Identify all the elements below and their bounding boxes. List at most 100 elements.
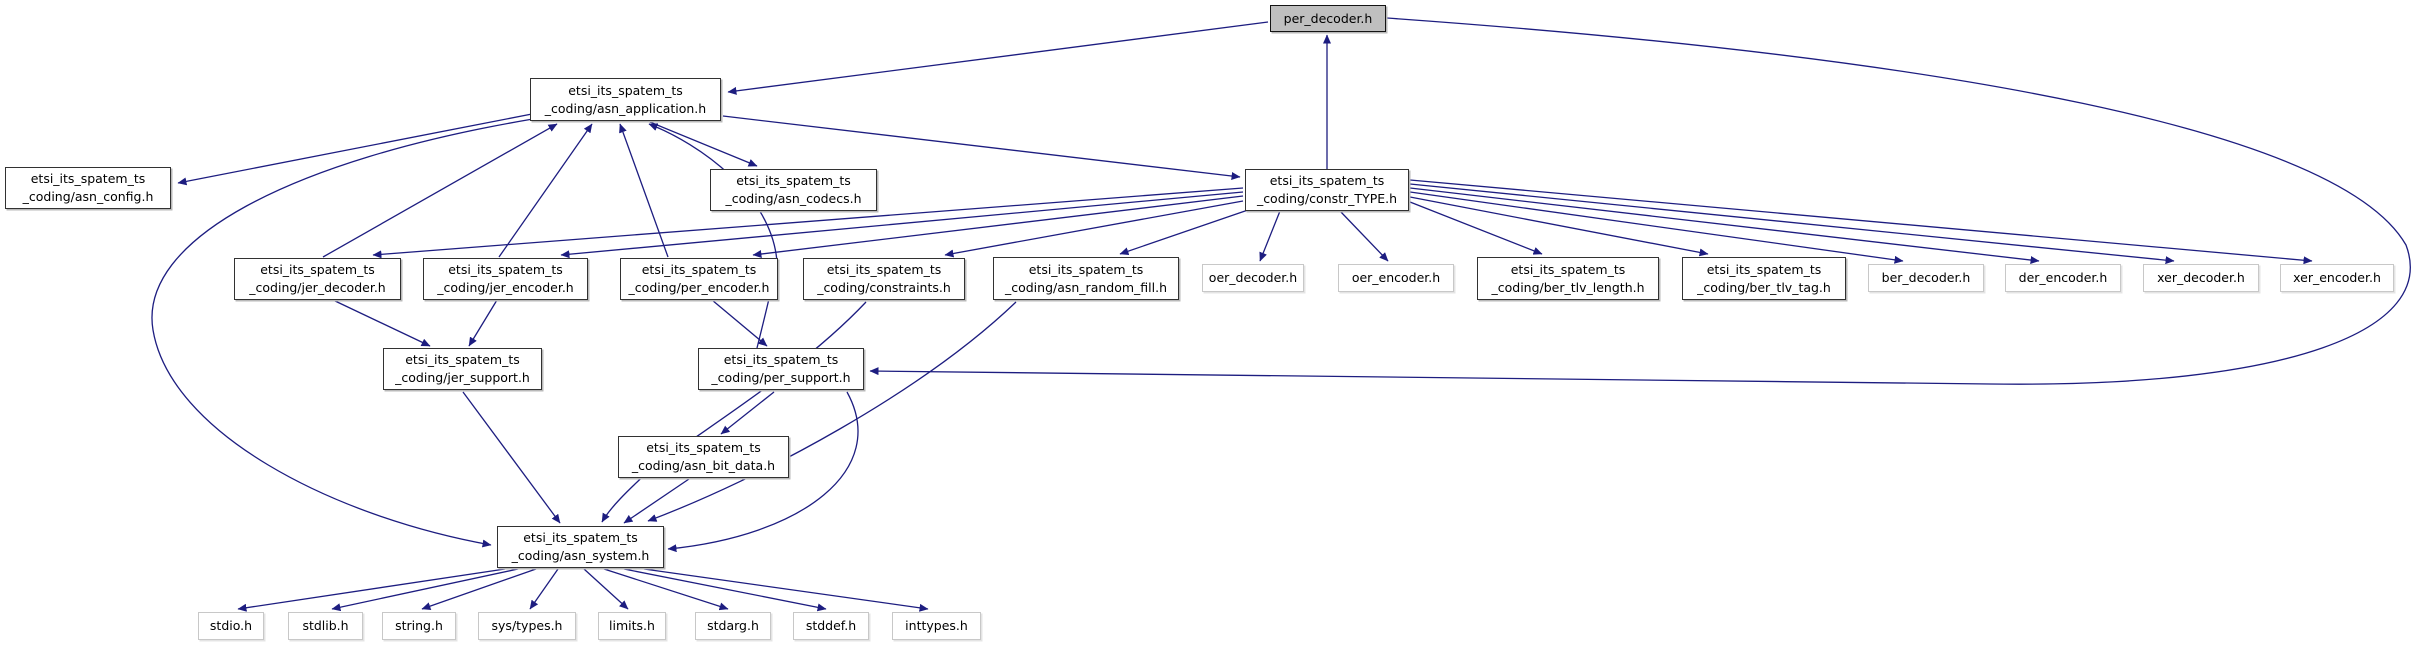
node-stdarg: stdarg.h xyxy=(695,612,771,640)
node-label-line2: _coding/ber_tlv_length.h xyxy=(1491,279,1645,295)
node-constraints[interactable]: etsi_its_spatem_ts _coding/constraints.h xyxy=(803,258,965,300)
edge-per_encoder-per_support xyxy=(711,299,768,347)
edge-jer_encoder-jer_support xyxy=(468,299,498,347)
edge-asn_bit_data-asn_system xyxy=(623,478,690,524)
edge-jer_support-asn_system xyxy=(462,391,561,524)
node-label: xer_encoder.h xyxy=(2293,270,2381,286)
node-asn-application[interactable]: etsi_its_spatem_ts _coding/asn_applicati… xyxy=(530,78,721,121)
node-label-line1: etsi_its_spatem_ts xyxy=(826,262,942,278)
edge-asn_application-asn_codecs xyxy=(644,119,758,167)
edge-constr_TYPE-jer_decoder xyxy=(372,187,1244,259)
edge-per_support-asn_application xyxy=(648,123,778,349)
node-label: per_decoder.h xyxy=(1283,10,1373,26)
node-ber-decoder: ber_decoder.h xyxy=(1868,264,1984,292)
node-label-line1: etsi_its_spatem_ts xyxy=(523,530,638,546)
node-stdio: stdio.h xyxy=(198,612,264,640)
node-label: stddef.h xyxy=(805,618,857,634)
node-label-line2: _coding/asn_system.h xyxy=(511,548,650,563)
node-asn-bit-data[interactable]: etsi_its_spatem_ts _coding/asn_bit_data.… xyxy=(618,436,789,478)
node-label-line2: _coding/asn_codecs.h xyxy=(725,191,862,206)
node-jer-support[interactable]: etsi_its_spatem_ts _coding/jer_support.h xyxy=(383,348,542,390)
node-stddef: stddef.h xyxy=(793,612,869,640)
node-label-line1: etsi_its_spatem_ts xyxy=(1706,261,1822,277)
node-jer-encoder[interactable]: etsi_its_spatem_ts _coding/jer_encoder.h xyxy=(423,258,588,300)
node-asn-system[interactable]: etsi_its_spatem_ts _coding/asn_system.h xyxy=(497,526,664,568)
node-oer-encoder: oer_encoder.h xyxy=(1338,264,1454,292)
edge-jer_decoder-asn_application xyxy=(322,123,558,258)
node-oer-decoder: oer_decoder.h xyxy=(1202,264,1304,292)
node-label-line1: etsi_its_spatem_ts xyxy=(641,262,757,278)
node-label: inttypes.h xyxy=(905,618,968,634)
node-label-line1: etsi_its_spatem_ts xyxy=(405,352,520,368)
edge-per_encoder-asn_application xyxy=(619,123,669,258)
node-der-encoder: der_encoder.h xyxy=(2005,264,2121,292)
node-sys-types: sys/types.h xyxy=(478,612,576,640)
edge-constr_TYPE-jer_encoder xyxy=(560,191,1244,259)
node-label-line2: _coding/jer_support.h xyxy=(395,370,530,385)
node-label-line1: etsi_its_spatem_ts xyxy=(1510,261,1626,277)
node-constr-TYPE[interactable]: etsi_its_spatem_ts _coding/constr_TYPE.h xyxy=(1245,169,1409,211)
node-limits: limits.h xyxy=(598,612,666,640)
node-ber-tlv-length[interactable]: etsi_its_spatem_ts _coding/ber_tlv_lengt… xyxy=(1477,257,1659,300)
node-label: oer_encoder.h xyxy=(1351,270,1441,286)
edge-constr_TYPE-oer_encoder xyxy=(1339,210,1389,262)
edge-asn_system-stddef xyxy=(623,568,827,612)
edge-constr_TYPE-der_encoder xyxy=(1409,187,2040,264)
node-jer-decoder[interactable]: etsi_its_spatem_ts _coding/jer_decoder.h xyxy=(234,258,401,300)
node-label-line1: etsi_its_spatem_ts xyxy=(568,82,683,98)
node-label: xer_decoder.h xyxy=(2157,270,2245,286)
node-label: stdarg.h xyxy=(707,618,759,634)
edge-constraints-asn_system xyxy=(601,301,867,523)
node-string: string.h xyxy=(382,612,456,640)
node-asn-config[interactable]: etsi_its_spatem_ts _coding/asn_config.h xyxy=(5,167,171,209)
node-label-line2: _coding/per_encoder.h xyxy=(628,280,770,295)
edge-asn_system-stdio xyxy=(237,568,506,612)
node-label-line2: _coding/asn_config.h xyxy=(22,189,154,204)
edge-asn_application-constr_TYPE xyxy=(722,115,1241,180)
edge-asn_system-stdlib xyxy=(331,568,519,612)
node-label-line2: _coding/constr_TYPE.h xyxy=(1256,191,1398,206)
edge-asn_application-asn_system xyxy=(151,118,534,548)
edge-asn_system-string xyxy=(421,568,537,610)
node-label-line2: _coding/per_support.h xyxy=(711,370,851,385)
node-per-support[interactable]: etsi_its_spatem_ts _coding/per_support.h xyxy=(698,348,864,390)
node-label-line1: etsi_its_spatem_ts xyxy=(1269,173,1385,189)
edge-asn_random_fill-asn_system xyxy=(647,301,1017,522)
edge-asn_application-asn_config xyxy=(177,113,533,186)
node-label-line2: _coding/ber_tlv_tag.h xyxy=(1697,279,1831,295)
node-label-line2: _coding/constraints.h xyxy=(817,280,951,295)
edge-asn_system-inttypes xyxy=(643,568,929,612)
edge-asn_system-limits xyxy=(583,568,629,610)
node-label: der_encoder.h xyxy=(2018,270,2108,286)
node-ber-tlv-tag[interactable]: etsi_its_spatem_ts _coding/ber_tlv_tag.h xyxy=(1682,257,1846,300)
node-label: string.h xyxy=(395,618,443,634)
node-label-line1: etsi_its_spatem_ts xyxy=(736,173,851,189)
edge-asn_system-sys_types xyxy=(529,568,559,610)
edge-constr_TYPE-oer_decoder xyxy=(1259,210,1281,262)
edge-constr_TYPE-xer_encoder xyxy=(1409,179,2313,265)
node-label: stdlib.h xyxy=(302,618,349,634)
edge-asn_system-stdarg xyxy=(603,568,729,611)
edge-constr_TYPE-ber_tlv_tag xyxy=(1409,196,1709,257)
edge-jer_encoder-asn_application xyxy=(498,123,593,258)
edge-constr_TYPE-ber_tlv_length xyxy=(1409,201,1543,255)
node-label-line2: _coding/jer_encoder.h xyxy=(437,280,574,295)
edge-per_support-asn_bit_data xyxy=(720,391,775,435)
node-label-line1: etsi_its_spatem_ts xyxy=(30,171,146,187)
node-per-decoder: per_decoder.h xyxy=(1270,5,1386,32)
edge-jer_decoder-jer_support xyxy=(332,299,431,347)
edge-constr_TYPE-per_encoder xyxy=(752,195,1244,258)
node-per-encoder[interactable]: etsi_its_spatem_ts _coding/per_encoder.h xyxy=(620,258,778,300)
edge-constr_TYPE-xer_decoder xyxy=(1409,183,2175,265)
node-xer-encoder: xer_encoder.h xyxy=(2280,264,2394,292)
edge-per_decoder-asn_application xyxy=(727,21,1269,95)
node-label-line1: etsi_its_spatem_ts xyxy=(646,440,761,456)
node-label: limits.h xyxy=(609,618,655,634)
node-label-line1: etsi_its_spatem_ts xyxy=(1028,261,1144,277)
node-label-line1: etsi_its_spatem_ts xyxy=(723,352,839,368)
node-asn-random-fill[interactable]: etsi_its_spatem_ts _coding/asn_random_fi… xyxy=(993,257,1179,300)
node-asn-codecs[interactable]: etsi_its_spatem_ts _coding/asn_codecs.h xyxy=(710,169,877,211)
node-inttypes: inttypes.h xyxy=(892,612,981,640)
